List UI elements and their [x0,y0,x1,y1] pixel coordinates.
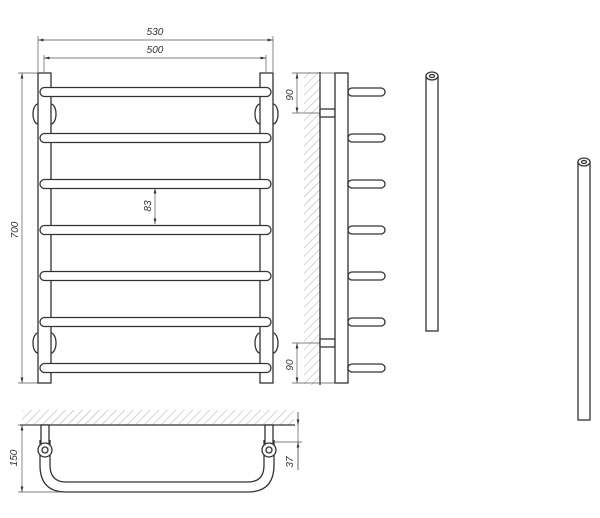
dim-83-label: 83 [143,200,154,212]
u-tube-outer [39,440,275,493]
dim-150-label: 150 [9,449,20,466]
front-bar [39,316,272,328]
bottom-bracket [319,338,336,348]
front-bar [39,178,272,190]
iso-right-post [577,161,591,421]
side-bar-stub [347,363,386,373]
dim-700-label: 700 [10,221,21,238]
side-bar-stub [347,317,386,327]
front-view: 530 500 700 83 [10,27,279,384]
top-view: 150 37 [9,410,302,493]
side-bar-stub [347,133,386,143]
top-bracket [319,108,336,118]
side-bar-stub [347,179,386,189]
front-bar [39,362,272,374]
dim-37-label: 37 [285,456,296,468]
side-bar-stub [347,225,386,235]
iso-left-post [425,75,439,332]
front-bar [39,270,272,282]
side-bar-stub [347,271,386,281]
isometric-view [404,71,591,423]
dim-90-bottom-label: 90 [285,359,296,371]
side-bar-stub [347,87,386,97]
dim-500-label: 500 [147,45,164,56]
side-post [334,72,349,384]
side-view: 90 90 [285,72,386,385]
front-bar [39,132,272,144]
front-bar [39,224,272,236]
wall-hatch [304,72,320,385]
dim-530-label: 530 [147,27,164,38]
wall-hatch-top [22,410,294,425]
dim-90-top-label: 90 [285,89,296,101]
front-bar [39,86,272,98]
